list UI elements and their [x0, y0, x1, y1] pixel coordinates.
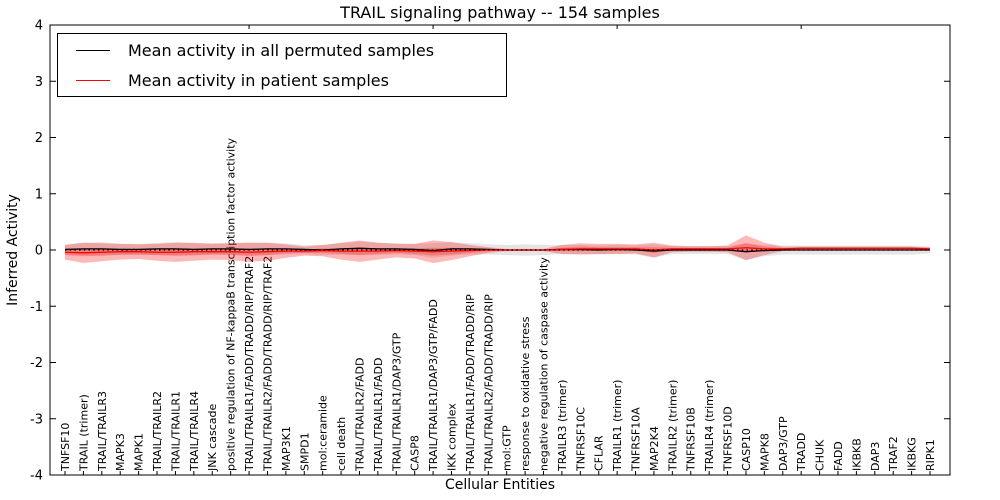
- x-tick-label: TRAIL/TRAILR1/FADD: [372, 358, 385, 472]
- x-tick-label: TRAIL/TRAILR1/FADD/TRADD/RIP: [464, 294, 477, 472]
- x-tick-label: TRAIL (trimer): [77, 394, 90, 472]
- legend-line-swatch-patient: [76, 79, 110, 81]
- x-tick-label: CASP8: [409, 435, 422, 471]
- x-tick-label: DAP3: [869, 442, 882, 471]
- y-tick-label: 4: [35, 19, 43, 34]
- chart-title: TRAIL signaling pathway -- 154 samples: [340, 3, 660, 22]
- legend: Mean activity in all permuted samples Me…: [57, 33, 507, 97]
- x-tick-label: TRAIL/TRAILR2/FADD/TRADD/RIP: [482, 294, 495, 472]
- x-tick-label: TRAIL/TRAILR2: [151, 391, 164, 472]
- x-tick-label: CFLAR: [593, 435, 606, 471]
- legend-label-patient: Mean activity in patient samples: [128, 70, 389, 90]
- x-tick-label: FADD: [832, 441, 845, 471]
- legend-item-patient: Mean activity in patient samples: [58, 66, 506, 94]
- legend-label-permuted: Mean activity in all permuted samples: [128, 40, 435, 60]
- x-tick-label: TRAIL/TRAILR1: [169, 391, 182, 472]
- y-tick-label: 1: [35, 187, 43, 202]
- x-tick-label: MAPK1: [133, 433, 146, 471]
- x-tick-label: TRAILR4 (trimer): [703, 380, 716, 472]
- x-tick-label: JNK cascade: [206, 404, 219, 472]
- x-tick-label: IKBKB: [850, 438, 863, 471]
- x-tick-label: response to oxidative stress: [519, 316, 532, 471]
- x-tick-label: negative regulation of caspase activity: [538, 257, 551, 471]
- x-tick-label: TNFRSF10D: [722, 406, 735, 472]
- x-tick-label: TRAIL/TRAILR2/FADD/TRADD/RIP/TRAF2: [261, 256, 274, 472]
- x-tick-label: MAP3K1: [280, 426, 293, 471]
- x-tick-label: TRAIL/TRAILR4: [188, 391, 201, 472]
- legend-line-swatch-permuted: [76, 49, 110, 51]
- x-tick-label: TRAIL/TRAILR2/FADD: [353, 358, 366, 472]
- x-tick-label: DAP3/GTP: [777, 416, 790, 471]
- x-tick-label: TRAIL/TRAILR1/FADD/TRADD/RIP/TRAF2: [243, 256, 256, 472]
- y-tick-label: 0: [35, 244, 43, 259]
- x-tick-label: TRAIL/TRAILR3: [96, 391, 109, 472]
- x-tick-label: positive regulation of NF-kappaB transcr…: [225, 137, 238, 471]
- x-tick-label: MAPK3: [114, 433, 127, 471]
- x-tick-label: TRAF2: [887, 436, 900, 472]
- x-tick-label: IKBKG: [906, 437, 919, 471]
- x-tick-label: TRAILR1 (trimer): [611, 380, 624, 472]
- x-axis-label: Cellular Entities: [444, 477, 556, 493]
- x-tick-label: TNFRSF10C: [574, 407, 587, 472]
- y-tick-label: 3: [35, 75, 43, 90]
- x-tick-label: MAP2K4: [648, 426, 661, 471]
- x-tick-label: cell death: [335, 417, 348, 471]
- x-tick-label: RIPK1: [924, 439, 937, 471]
- y-tick-label: -3: [30, 412, 43, 427]
- x-tick-label: TNFRSF10B: [685, 407, 698, 472]
- x-tick-label: mol:GTP: [501, 425, 514, 471]
- y-tick-label: -2: [30, 356, 43, 371]
- legend-item-permuted: Mean activity in all permuted samples: [58, 36, 506, 64]
- x-tick-label: CASP10: [740, 428, 753, 471]
- x-tick-label: TRAILR2 (trimer): [666, 380, 679, 472]
- x-tick-label: TRADD: [795, 433, 808, 472]
- y-tick-label: -1: [30, 300, 43, 315]
- x-tick-label: TNFSF10: [59, 423, 72, 472]
- x-tick-label: TRAILR3 (trimer): [556, 380, 569, 472]
- y-tick-label: -4: [30, 469, 43, 484]
- x-tick-label: TRAIL/TRAILR1/DAP3/GTP/FADD: [427, 299, 440, 472]
- x-tick-label: SMPD1: [298, 432, 311, 471]
- x-tick-label: IKK complex: [445, 403, 458, 471]
- x-tick-label: TRAIL/TRAILR1/DAP3/GTP: [390, 332, 403, 472]
- x-tick-label: mol:ceramide: [317, 395, 330, 471]
- x-tick-label: MAPK8: [758, 433, 771, 471]
- band-permuted-samples-std: [65, 241, 930, 261]
- x-tick-label: TNFRSF10A: [630, 407, 643, 472]
- y-tick-label: 2: [35, 131, 43, 146]
- x-tick-label: CHUK: [814, 439, 827, 471]
